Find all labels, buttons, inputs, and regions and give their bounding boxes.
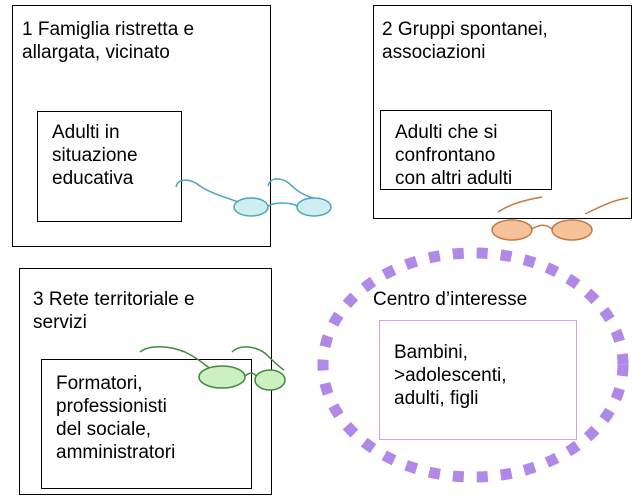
glasses-icon-2: [491, 196, 629, 241]
glasses-icon-1: [175, 178, 332, 217]
box-gruppi: 2 Gruppi spontanei, associazioni Adulti …: [373, 5, 632, 219]
glasses-icon-3: [139, 346, 286, 391]
box-famiglia-inner: Adulti in situazione educativa: [37, 111, 182, 222]
center-inner-text: Bambini, >adolescenti, adulti, figli: [394, 342, 507, 409]
box-rete-title: 3 Rete territoriale e servizi: [33, 289, 195, 333]
box-gruppi-title: 2 Gruppi spontanei, associazioni: [382, 19, 548, 63]
box-rete-inner-text: Formatori, professionisti del sociale, a…: [56, 373, 176, 463]
box-gruppi-inner: Adulti che si confrontano con altri adul…: [380, 110, 552, 190]
box-famiglia-title: 1 Famiglia ristretta e allargata, vicina…: [22, 19, 195, 63]
interest-circle: [317, 247, 629, 483]
center-title: Centro d’interesse: [373, 289, 528, 310]
box-gruppi-inner-text: Adulti che si confrontano con altri adul…: [395, 122, 513, 189]
box-famiglia-inner-text: Adulti in situazione educativa: [52, 122, 138, 189]
center-inner-box: Bambini, >adolescenti, adulti, figli: [379, 320, 577, 440]
box-famiglia: 1 Famiglia ristretta e allargata, vicina…: [12, 5, 271, 247]
